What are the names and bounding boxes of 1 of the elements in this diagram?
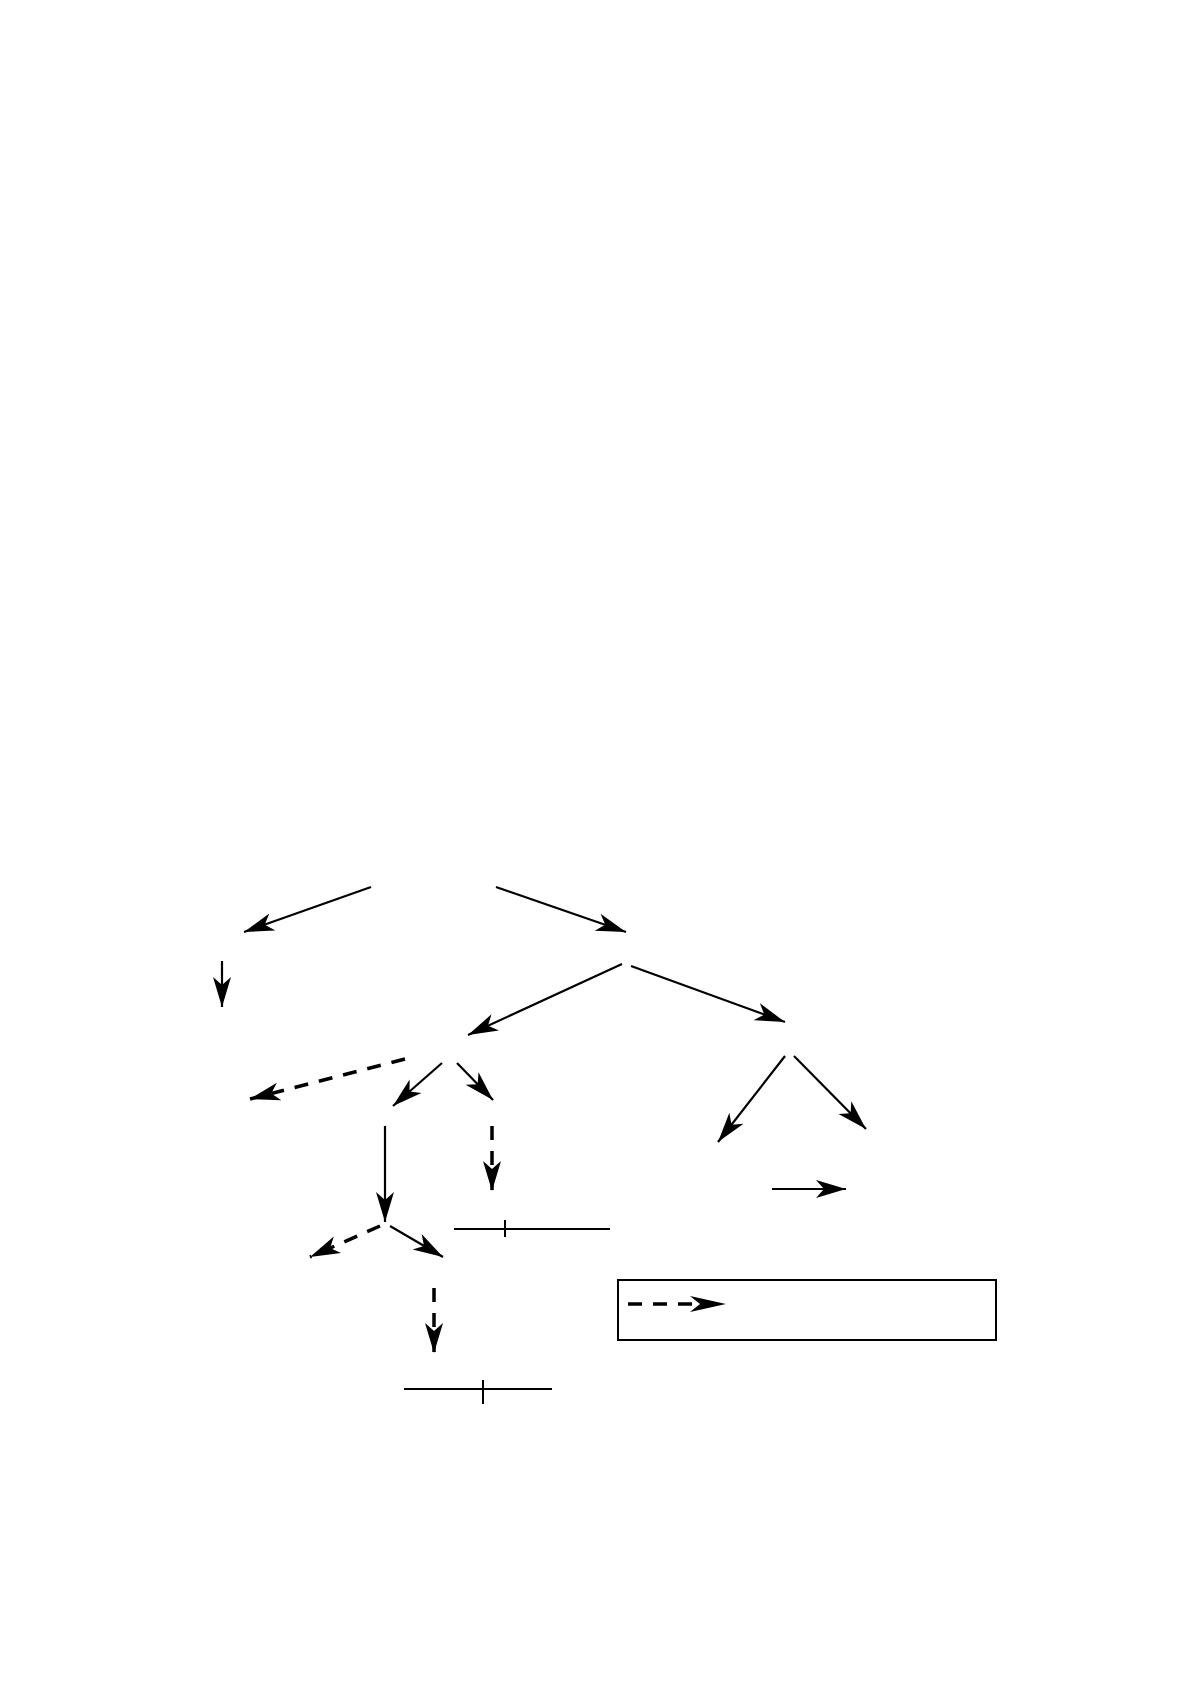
legend-box <box>617 1279 997 1341</box>
